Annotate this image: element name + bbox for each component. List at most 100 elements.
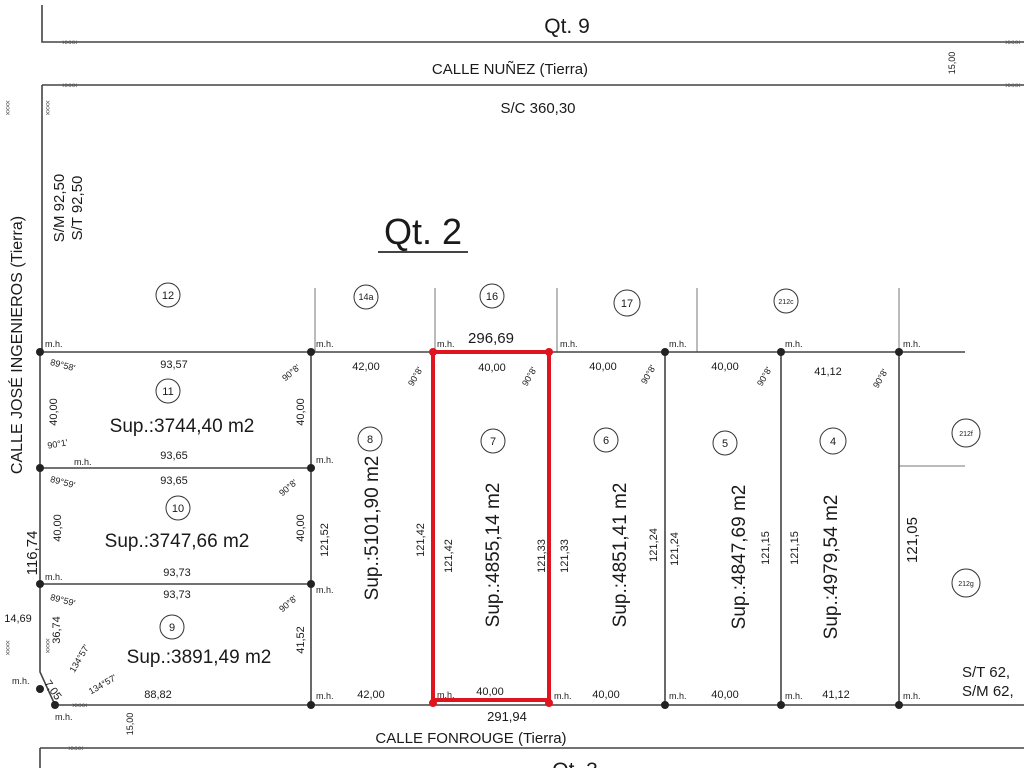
plan-label: ××××: [3, 100, 12, 116]
plan-label: 5: [722, 438, 728, 450]
plan-label: 41,12: [814, 366, 842, 378]
plan-line: [41, 5, 1024, 43]
block-qt2: Qt. 2: [384, 211, 462, 252]
plan-label: m.h.: [669, 339, 687, 349]
parcel-number-circle: [712, 430, 738, 456]
plan-label: m.h.: [903, 691, 921, 701]
monument-dot: [307, 701, 315, 709]
plan-label: 40,00: [478, 362, 506, 374]
parcel-number-circle: [165, 495, 191, 521]
highlighted-lot-7[interactable]: [431, 350, 551, 702]
lot-8[interactable]: 42,00 8 Sup.:5101,90 m2 121,52 121,42 90…: [319, 361, 427, 701]
monument-dot: [36, 685, 44, 693]
monument-dot: [36, 464, 44, 472]
monument-dot: [36, 580, 44, 588]
plan-label: Sup.:4855,14 m2: [483, 483, 504, 628]
parcel-number-circle: [479, 283, 505, 309]
sm-right: S/M 62,: [962, 683, 1014, 700]
plan-label: 40,00: [295, 398, 307, 426]
plan-label: 121,33: [559, 539, 571, 573]
neighbor-parcels: 12 14a 16 17 212c 212f 212g: [155, 282, 981, 598]
parcel-number-circle: [951, 568, 981, 598]
plan-label: m.h.: [45, 339, 63, 349]
lot-6[interactable]: 40,00 6 Sup.:4851,41 m2 121,33 121,24 90…: [559, 361, 660, 701]
plan-label: ××××: [1005, 38, 1021, 47]
plan-label: 12: [162, 290, 174, 302]
plan-label: 90°8': [639, 363, 658, 386]
plan-label: 40,00: [476, 686, 504, 698]
monument-dot: [777, 701, 785, 709]
block-qt3: Qt. 3: [552, 759, 598, 768]
total-bottom: 291,94: [487, 709, 527, 724]
plan-label: ××××: [68, 744, 84, 753]
plan-label: ××××: [3, 640, 12, 656]
plan-label: ××××: [43, 638, 52, 654]
plan-label: 90°8': [406, 365, 425, 388]
plan-label: m.h.: [554, 691, 572, 701]
plan-label: m.h.: [560, 339, 578, 349]
lot-11[interactable]: 93,57 11 Sup.:3744,40 m2 40,00 40,00 89°…: [47, 357, 307, 462]
lot-10[interactable]: 93,65 10 Sup.:3747,66 m2 40,00 40,00 89°…: [49, 474, 307, 579]
plan-line: [41, 84, 1024, 352]
plan-label: 212f: [959, 431, 973, 438]
plan-label: 90°1': [47, 437, 69, 450]
lot-9[interactable]: 93,73 9 Sup.:3891,49 m2 36,74 41,52 89°5…: [49, 589, 307, 701]
street-fonrouge: CALLE FONROUGE (Tierra): [375, 730, 566, 747]
plan-label: 121,42: [443, 539, 455, 573]
plan-label: 121,33: [536, 539, 548, 573]
plan-label: ××××: [1005, 81, 1021, 90]
monument-dot: [307, 580, 315, 588]
chamfer: 7,05: [41, 678, 63, 702]
plan-label: 40,00: [52, 514, 64, 542]
plan-label: 10: [172, 503, 184, 515]
plan-label: m.h.: [74, 457, 92, 467]
parcel-number-circle: [155, 378, 181, 404]
plan-label: Sup.:3747,66 m2: [105, 531, 250, 552]
plan-label: 93,73: [163, 567, 191, 579]
plan-label: ××××: [62, 38, 78, 47]
monument-dot: [307, 464, 315, 472]
plan-label: 212c: [778, 299, 794, 306]
monument-dot: [429, 699, 437, 707]
parcel-number-circle: [613, 289, 641, 317]
monument-dot: [545, 348, 553, 356]
plan-label: 121,24: [669, 532, 681, 566]
parcel-number-circle: [951, 418, 981, 448]
plan-label: m.h.: [316, 339, 334, 349]
plan-label: 40,00: [711, 361, 739, 373]
monument-dot: [36, 348, 44, 356]
plan-label: Sup.:4851,41 m2: [610, 483, 631, 628]
monument-dot: [307, 348, 315, 356]
plan-label: m.h.: [437, 339, 455, 349]
plan-label: m.h.: [12, 676, 30, 686]
plan-label: 121,52: [319, 523, 331, 557]
lot-4[interactable]: 41,12 4 Sup.:4979,54 m2 121,15 121,05 90…: [789, 366, 921, 701]
lot-7[interactable]: 40,00 7 Sup.:4855,14 m2 121,42 121,33 90…: [443, 362, 548, 698]
block-qt9: Qt. 9: [544, 15, 590, 38]
plan-label: 6: [603, 435, 609, 447]
lot-5[interactable]: 40,00 5 Sup.:4847,69 m2 121,24 121,15 90…: [669, 361, 774, 701]
plan-label: 42,00: [352, 361, 380, 373]
sm-left: S/M 92,50: [51, 174, 68, 242]
plan-label: Sup.:3891,49 m2: [127, 647, 272, 668]
monument-dot: [895, 701, 903, 709]
plan-label: 89°59': [49, 592, 76, 608]
plan-label: m.h.: [316, 585, 334, 595]
plan-label: 212g: [958, 581, 974, 588]
parcel-number-circle: [819, 427, 847, 455]
plan-label: 121,05: [904, 517, 921, 563]
plan-label: m.h.: [785, 691, 803, 701]
plan-label: 41,52: [295, 626, 307, 654]
monument-dot: [429, 348, 437, 356]
monument-markers: m.h. m.h. m.h. m.h. m.h. m.h. m.h. m.h. …: [12, 339, 921, 722]
parcel-number-circle: [155, 282, 181, 308]
plan-label: 134°57': [87, 672, 119, 696]
plan-label: ××××: [43, 100, 52, 116]
plan-label: 90°8': [871, 367, 890, 390]
plan-label: 93,57: [160, 359, 188, 371]
plan-label: 7: [490, 436, 496, 448]
plan-label: 93,65: [160, 450, 188, 462]
parcel-number-circle: [773, 288, 799, 314]
plan-label: 90°8': [755, 365, 774, 388]
